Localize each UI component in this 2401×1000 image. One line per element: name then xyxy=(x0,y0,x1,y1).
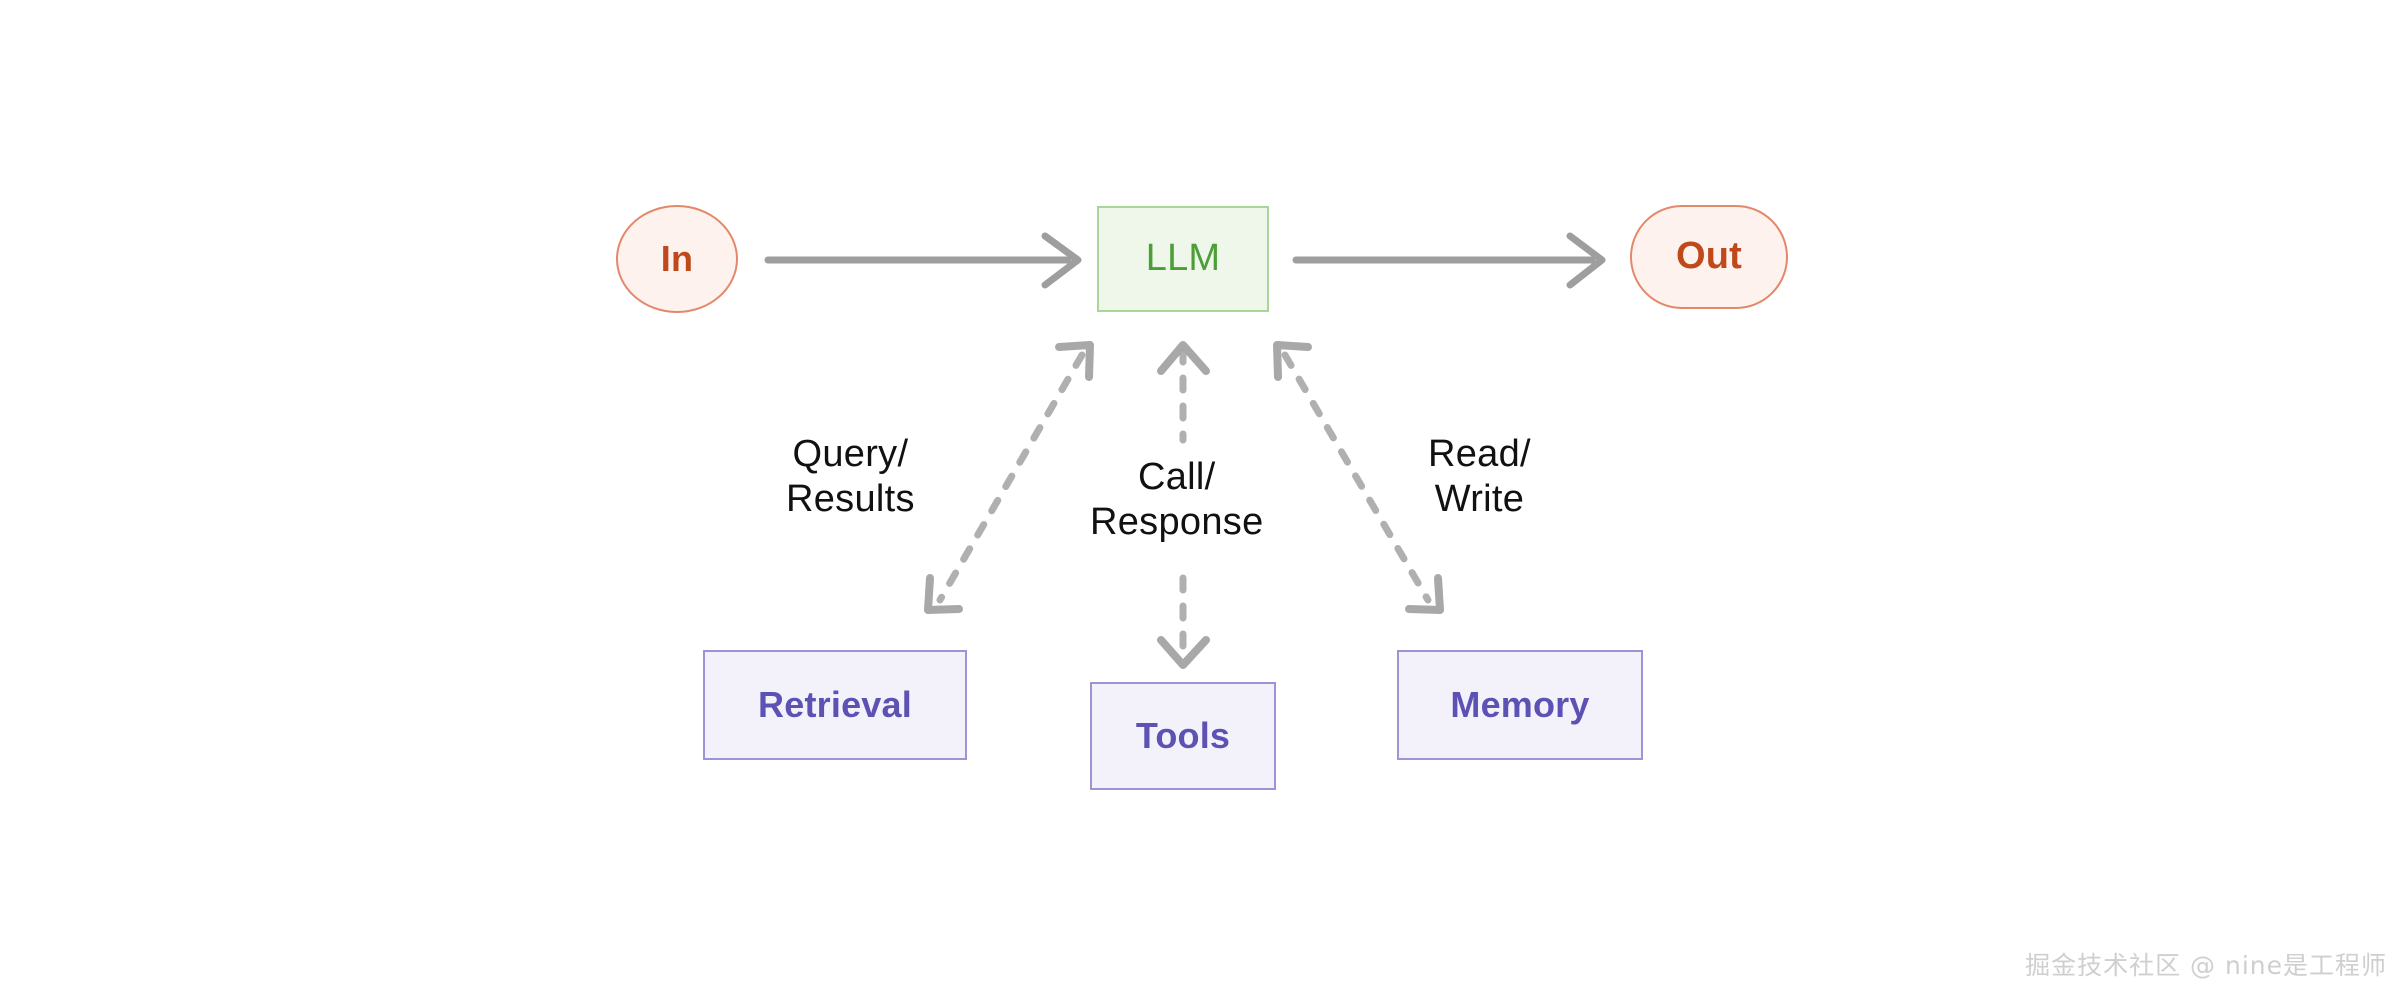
edge-llm-to-out xyxy=(1292,232,1606,289)
edge-in-to-llm xyxy=(764,232,1082,289)
edge-label-query-results: Query/ Results xyxy=(786,433,915,520)
watermark: 掘金技术社区 @ nine是工程师 xyxy=(2025,951,2387,980)
edge-llm-to-retrieval xyxy=(924,341,1094,614)
edge-label-call-response: Call/ Response xyxy=(1090,456,1264,543)
node-in[interactable]: In xyxy=(616,205,738,313)
edge-llm-to-tools xyxy=(1157,341,1210,669)
node-out-label: Out xyxy=(1675,235,1743,278)
node-retrieval[interactable]: Retrieval xyxy=(703,650,967,760)
node-llm[interactable]: LLM xyxy=(1097,206,1269,312)
node-out[interactable]: Out xyxy=(1630,205,1788,309)
node-tools-label: Tools xyxy=(1135,715,1231,757)
node-memory[interactable]: Memory xyxy=(1397,650,1643,760)
node-retrieval-label: Retrieval xyxy=(758,684,912,726)
node-llm-label: LLM xyxy=(1145,237,1221,280)
edge-llm-to-memory xyxy=(1273,341,1444,614)
node-in-label: In xyxy=(660,238,694,280)
node-tools[interactable]: Tools xyxy=(1090,682,1276,790)
edge-label-read-write: Read/ Write xyxy=(1428,433,1531,520)
node-memory-label: Memory xyxy=(1450,684,1590,726)
